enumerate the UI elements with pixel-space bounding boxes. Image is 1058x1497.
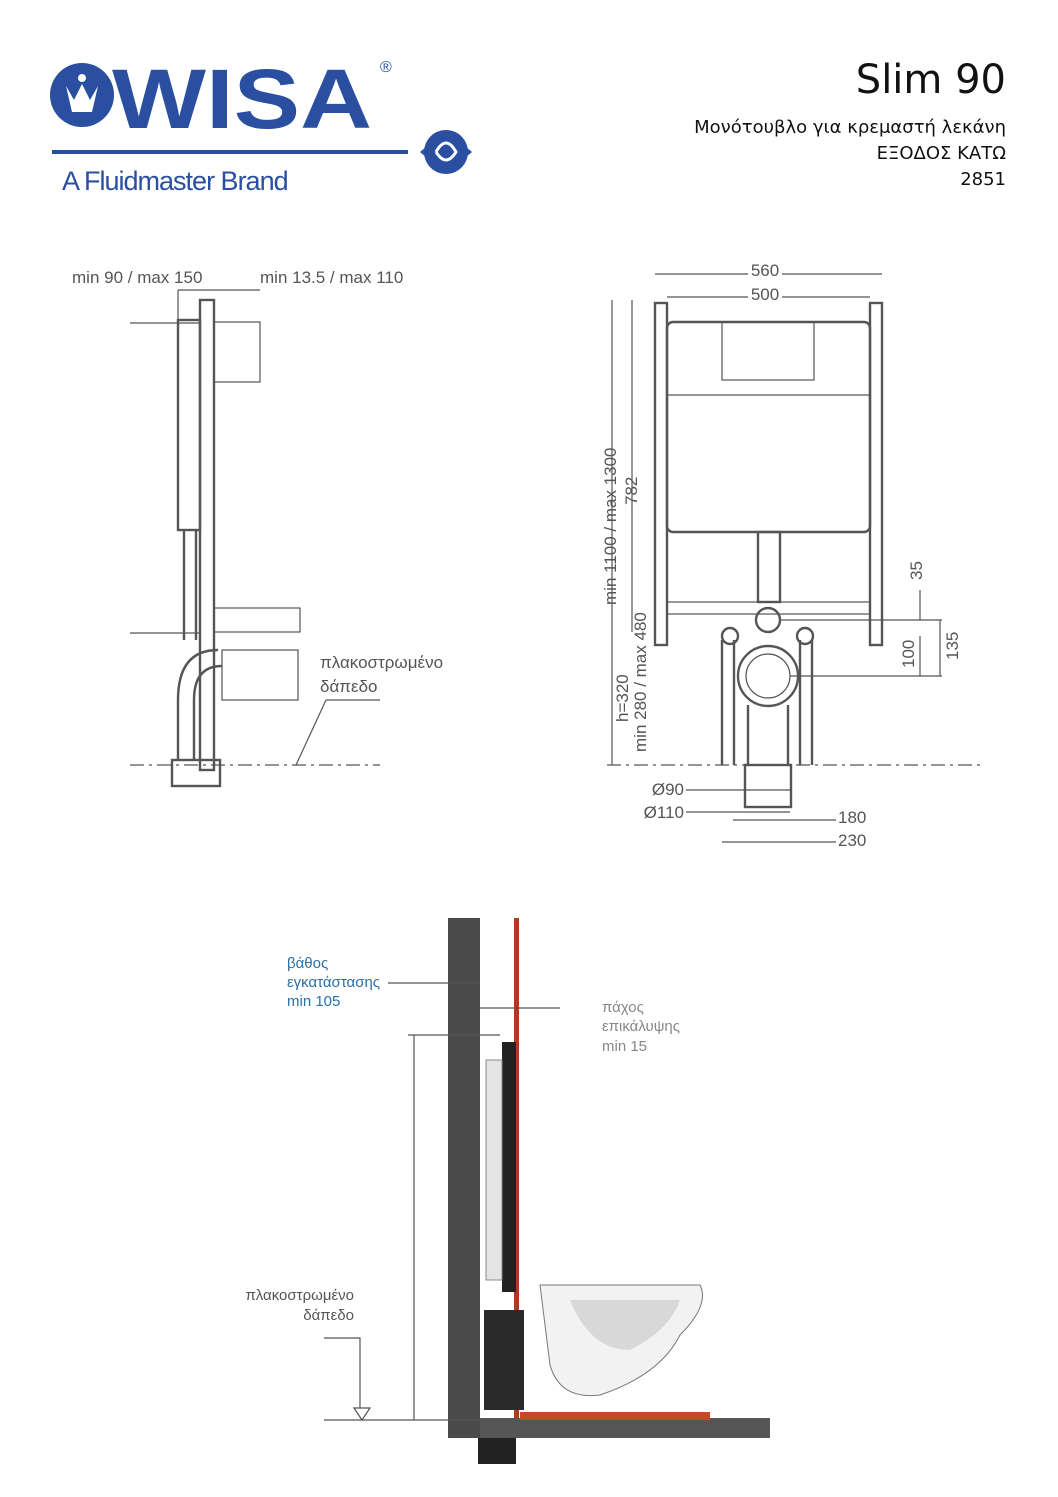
- h-label: h=320: [613, 674, 632, 722]
- product-description: Μονότουβλο για κρεμαστή λεκάνη: [694, 117, 1006, 138]
- cover-thickness-line3: min 15: [602, 1038, 647, 1055]
- install-depth-label-line1: βάθος: [287, 955, 328, 972]
- front-view-drawing: 560 500 min 1100 / max 1300 782 h=320 mi…: [601, 260, 980, 850]
- dim-230-label: 230: [838, 831, 866, 850]
- dim-100-label: 100: [899, 640, 918, 668]
- depth-range-label: min 90 / max 150: [72, 268, 202, 287]
- diameter-90-label: Ø90: [652, 780, 684, 799]
- installation-view-drawing: βάθος εγκατάστασης min 105 πάχος επικάλυ…: [245, 918, 770, 1464]
- h-range-label: min 280 / max 480: [631, 612, 650, 752]
- brand-tagline: A Fluidmaster Brand: [62, 166, 288, 196]
- install-depth-label-line2: εγκατάστασης: [287, 974, 380, 991]
- install-floor-label-line2: δάπεδο: [303, 1307, 354, 1324]
- product-outlet: ΕΞΟΔΟΣ ΚΑΤΩ: [877, 143, 1007, 164]
- install-depth-label-line3: min 105: [287, 993, 340, 1010]
- registered-mark: ®: [380, 59, 392, 76]
- product-title: Slim 90: [856, 57, 1006, 103]
- cover-thickness-line2: επικάλυψης: [602, 1018, 680, 1035]
- brand-name: WISA: [112, 52, 372, 146]
- width-560-label: 560: [751, 261, 779, 280]
- offset-range-label: min 13.5 / max 110: [260, 268, 403, 287]
- fluidmaster-emblem-icon: [424, 130, 468, 174]
- dim-135-label: 135: [943, 632, 962, 660]
- dim-35-label: 35: [907, 561, 926, 580]
- height-range-label: min 1100 / max 1300: [601, 448, 620, 606]
- install-floor-label-line1: πλακοστρωμένο: [245, 1287, 354, 1304]
- cover-thickness-line1: πάχος: [602, 999, 644, 1016]
- logo-rule: [52, 150, 408, 154]
- floor-label-line2: δάπεδο: [320, 677, 378, 696]
- dim-180-label: 180: [838, 808, 866, 827]
- floor-label-line1: πλακοστρωμένο: [320, 653, 443, 672]
- product-code: 2851: [960, 169, 1006, 190]
- side-view-drawing: min 90 / max 150 min 13.5 / max 110 πλακ…: [72, 268, 443, 788]
- diameter-110-label: Ø110: [644, 803, 684, 822]
- wisa-logo: WISA ® A Fluidmaster Brand: [50, 52, 472, 196]
- tank-height-782-label: 782: [622, 477, 641, 505]
- width-500-label: 500: [751, 285, 779, 304]
